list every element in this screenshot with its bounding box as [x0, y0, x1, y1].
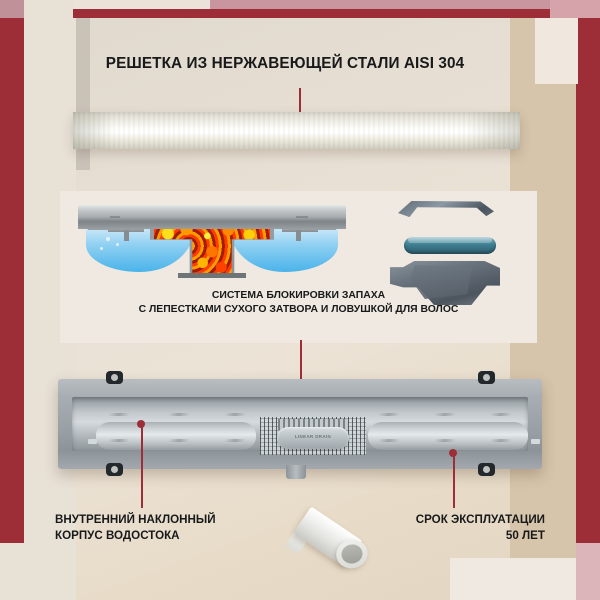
connector-line-top	[299, 88, 301, 124]
slat	[489, 413, 513, 416]
slat	[223, 439, 247, 442]
slat	[433, 413, 457, 416]
slat	[107, 439, 131, 442]
odor-block-detail-card: СИСТЕМА БЛОКИРОВКИ ЗАПАХА С ЛЕПЕСТКАМИ С…	[60, 191, 537, 343]
drain-tube-right	[368, 422, 528, 450]
background-left-red-bar	[0, 18, 24, 543]
white-pipe-adapter-image	[284, 505, 375, 577]
flange-mark-right	[296, 216, 308, 218]
card-caption-line-1: СИСТЕМА БЛОКИРОВКИ ЗАПАХА	[211, 290, 386, 301]
background-top-right-cream-block	[535, 18, 578, 84]
bubble-icon	[106, 237, 110, 241]
background-bottom-right-pink-block	[576, 543, 600, 600]
background-top-pink-strip	[210, 0, 550, 9]
bubble-icon	[116, 243, 119, 246]
background-bottom-right-cream-block	[450, 558, 576, 600]
base-plate	[178, 273, 246, 278]
background-top-cream-strip	[73, 0, 210, 9]
mesh-band	[278, 419, 348, 430]
mounting-clip-bottom-right	[478, 463, 495, 476]
slat	[377, 413, 401, 416]
slat	[223, 413, 247, 416]
background-bottom-left-cream-block	[0, 543, 24, 600]
flange-body	[78, 209, 346, 229]
label-inner-sloped-body: ВНУТРЕННИЙ НАКЛОННЫЙ КОРПУС ВОДОСТОКА	[55, 512, 216, 544]
slat	[107, 413, 131, 416]
slat	[489, 439, 513, 442]
center-badge	[277, 427, 349, 449]
slat	[167, 439, 191, 442]
linear-drain-product-image: LINEAR DRAIN	[58, 371, 542, 479]
flange-top-face	[78, 205, 346, 210]
drain-inner-channel: LINEAR DRAIN	[72, 397, 540, 455]
card-caption-line-2: С ЛЕПЕСТКАМИ СУХОГО ЗАТВОРА И ЛОВУШКОЙ Д…	[138, 304, 459, 315]
hair-trap-clip-part	[398, 201, 494, 218]
background-right-red-bar	[576, 18, 600, 543]
label-inner-sloped-body-line-2: КОРПУС ВОДОСТОКА	[55, 529, 180, 542]
flange-mark-left	[110, 216, 120, 218]
drain-outlet-spigot	[286, 465, 306, 479]
center-badge-label: LINEAR DRAIN	[294, 434, 332, 439]
label-service-life-line-1: СРОК ЭКСПЛУАТАЦИИ	[415, 513, 545, 526]
connector-line-right	[453, 453, 455, 508]
drain-outer-frame: LINEAR DRAIN	[58, 379, 542, 469]
exploded-parts-illustration	[378, 199, 508, 309]
connector-line-left	[141, 424, 143, 508]
page-title: РЕШЕТКА ИЗ НЕРЖАВЕЮЩЕЙ СТАЛИ AISI 304	[105, 55, 465, 72]
background-top-right-pink-block	[550, 0, 600, 18]
bubble-icon	[100, 247, 103, 250]
post-left	[124, 219, 129, 241]
stainless-steel-grate-image	[73, 112, 520, 149]
cross-section-illustration	[78, 203, 348, 281]
mounting-clip-top-right	[478, 371, 495, 384]
slat	[377, 439, 401, 442]
dry-seal-flap-highlight	[408, 237, 492, 243]
mounting-clip-top-left	[106, 371, 123, 384]
end-tab-right	[531, 439, 540, 444]
label-service-life: СРОК ЭКСПЛУАТАЦИИ 50 ЛЕТ	[373, 512, 545, 544]
end-tab-left	[88, 439, 97, 444]
post-right	[296, 219, 301, 241]
label-inner-sloped-body-line-1: ВНУТРЕННИЙ НАКЛОННЫЙ	[55, 513, 216, 526]
slat	[433, 439, 457, 442]
mounting-clip-bottom-left	[106, 463, 123, 476]
card-caption: СИСТЕМА БЛОКИРОВКИ ЗАПАХА С ЛЕПЕСТКАМИ С…	[60, 289, 537, 317]
label-service-life-line-2: 50 ЛЕТ	[505, 529, 545, 542]
drain-tube-left	[96, 422, 256, 450]
background-left-pink-cap	[0, 0, 24, 18]
slat	[167, 413, 191, 416]
